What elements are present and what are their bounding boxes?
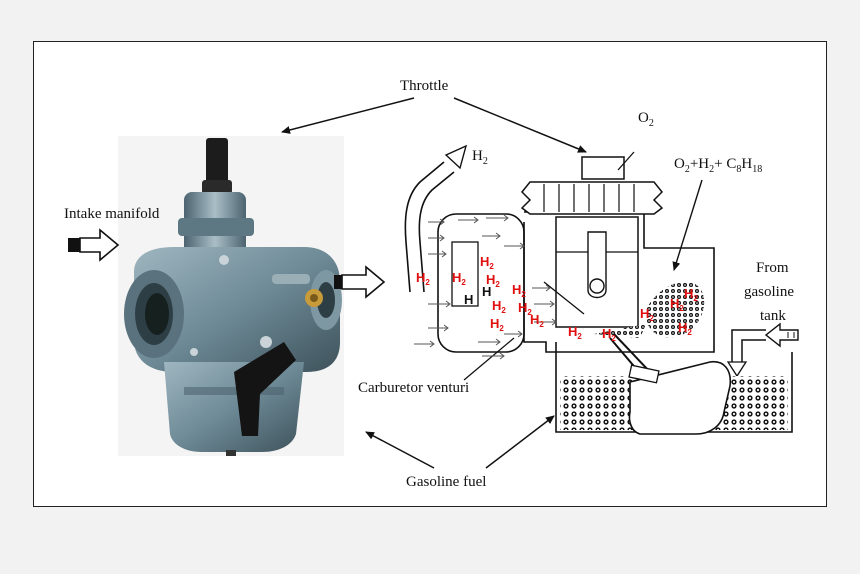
venturi-pointer [463, 337, 515, 381]
mixture-label: O2+H2+ C8H18 [674, 156, 762, 175]
h2-molecule: H2 [678, 320, 692, 337]
h-black-molecule: H [482, 284, 491, 299]
carburetor-photo [118, 136, 344, 456]
fuel-arrow-right [485, 415, 555, 469]
h2-molecule: H2 [480, 254, 494, 271]
throttle-arrow-right [453, 97, 587, 153]
h2-molecule: H2 [530, 312, 544, 329]
from-tank-label-2: gasoline [744, 284, 794, 300]
carburetor-body [523, 211, 715, 353]
intake-arrow-icon [68, 228, 120, 262]
h2-molecule: H2 [568, 324, 582, 341]
h2-molecule: H2 [670, 296, 684, 313]
h2-molecule: H2 [486, 272, 500, 289]
h2-molecule: H2 [490, 316, 504, 333]
gasoline-fuel-label: Gasoline fuel [406, 474, 486, 490]
fuel-inlet-arrow-icon [764, 322, 799, 348]
o2-pointer [617, 151, 635, 171]
diagram-canvas: Throttle Intake manifold H2 [64, 78, 799, 490]
hydrogen-molecules: H2 H2 H2 H2 H H H2 H2 H2 H2 H2 H2 H2 H2 … [416, 254, 698, 343]
mixture-pointer [672, 179, 703, 271]
hydrogen-mixer [451, 241, 479, 307]
h2-inlet-tube [404, 144, 468, 293]
float-chamber [555, 333, 793, 435]
diagram-frame: Throttle Intake manifold H2 [33, 41, 827, 507]
flow-arrow-icon [334, 265, 386, 299]
h2-inlet-label: H2 [472, 148, 488, 167]
h2-molecule: H2 [684, 286, 698, 303]
h2-molecule: H2 [640, 306, 654, 323]
h2-molecule: H2 [512, 282, 526, 299]
h2-molecule: H2 [416, 270, 430, 287]
h2-molecule: H2 [602, 326, 616, 343]
air-flow-arrows [414, 214, 557, 360]
h2-molecule: H2 [492, 298, 506, 315]
from-tank-label-1: From [756, 260, 789, 276]
h2-molecule: H2 [518, 300, 532, 317]
venturi-label: Carburetor venturi [358, 380, 469, 396]
o2-label: O2 [638, 110, 654, 129]
throttle-cap [581, 156, 625, 180]
throttle-knob [520, 181, 664, 215]
throttle-label: Throttle [400, 78, 449, 94]
h2-molecule: H2 [452, 270, 466, 287]
h-black-molecule: H [464, 292, 473, 307]
from-tank-label-3: tank [760, 308, 786, 324]
fuel-arrow-left [365, 431, 435, 469]
intake-manifold-label: Intake manifold [64, 206, 160, 222]
throttle-arrow-left [281, 97, 415, 134]
mixture-mist [645, 281, 705, 338]
